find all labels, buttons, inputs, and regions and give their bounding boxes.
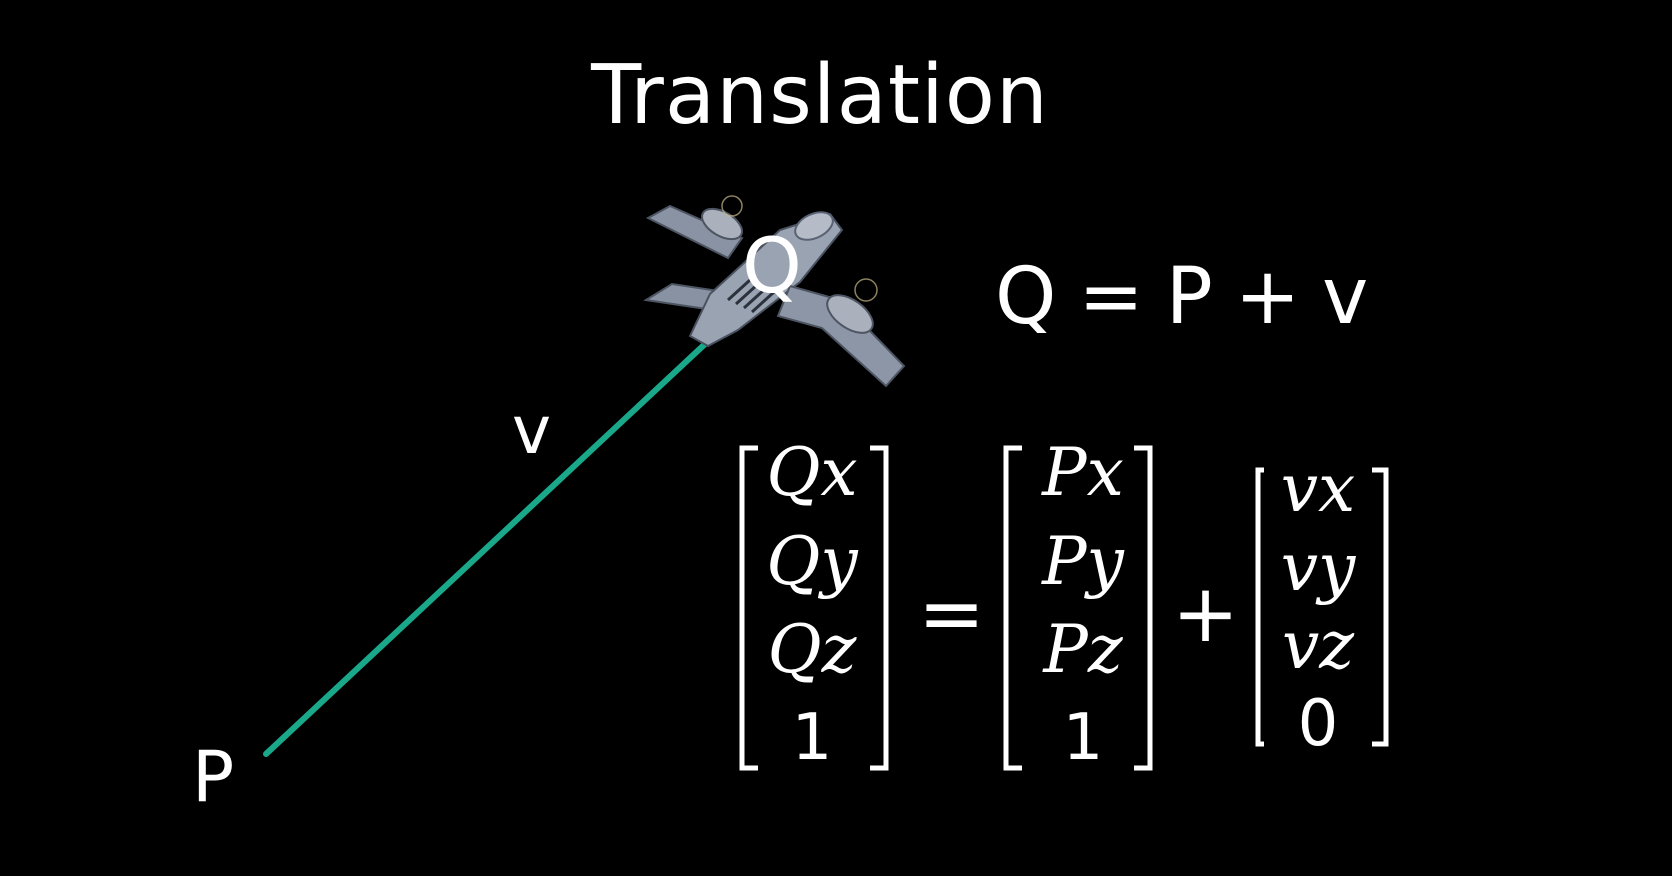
vector-v-label: v	[512, 392, 552, 469]
matrix-v-cell: 0	[1297, 686, 1339, 761]
matrix-v: vx vy vz 0	[1262, 456, 1374, 756]
equation-plus: +	[1234, 252, 1301, 342]
matrix-v-brackets	[1255, 467, 1389, 747]
equation-v: v	[1322, 252, 1369, 342]
vector-line	[263, 327, 723, 757]
matrix-q-cell: Qx	[766, 434, 858, 511]
matrix-equals: =	[918, 567, 986, 660]
matrix-q-brackets	[739, 445, 889, 771]
matrix-v-cell: vy	[1280, 528, 1356, 606]
translation-equation: Q=P+v	[995, 258, 1390, 336]
matrix-plus: +	[1172, 567, 1240, 660]
matrix-p-cell: Px	[1042, 434, 1124, 511]
matrix-p: Px Py Pz 1	[1028, 440, 1138, 770]
matrix-p-cell: 1	[1062, 700, 1104, 775]
matrix-q: Qx Qy Qz 1	[762, 440, 862, 770]
equation-equals: =	[1078, 252, 1144, 342]
matrix-q-cell: 1	[791, 700, 833, 775]
matrix-v-cell: vz	[1281, 607, 1355, 685]
matrix-p-cell: Py	[1042, 522, 1124, 600]
matrix-q-cell: Qy	[766, 522, 858, 600]
matrix-p-brackets	[1003, 445, 1153, 771]
point-p-label: P	[192, 736, 235, 818]
airplane-icon	[643, 195, 906, 388]
matrix-p-cell: Pz	[1043, 611, 1123, 689]
equation-p: P	[1165, 252, 1213, 342]
equation-lhs: Q	[995, 252, 1057, 342]
point-q-label: Q	[742, 221, 802, 310]
matrix-q-cell: Qz	[767, 611, 857, 689]
matrix-v-cell: vx	[1280, 450, 1356, 527]
slide-title: Translation	[591, 48, 1049, 143]
